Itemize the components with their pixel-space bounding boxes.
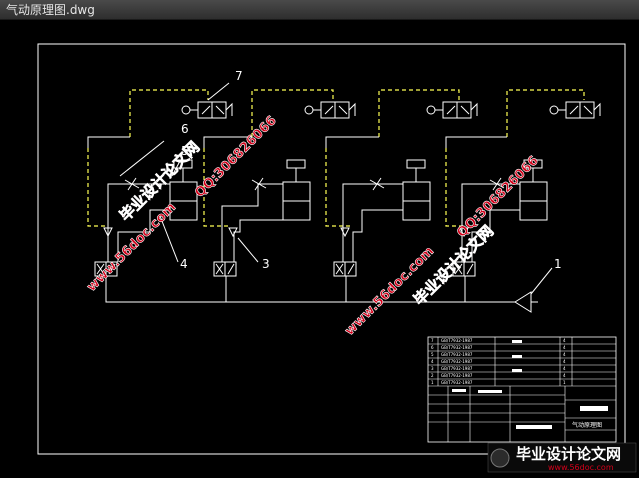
callout-7: 7 [235,69,243,83]
window-title: 气动原理图.dwg [6,3,95,17]
leader-lines [119,82,259,263]
parts-row-no: 7 [431,338,434,343]
callout-1: 1 [554,257,562,271]
callout-4: 4 [180,257,188,271]
parts-row-code: GB/T7932-1987 [441,338,473,343]
parts-row-qty: 4 [563,373,566,378]
parts-row-code: GB/T7932-1987 [441,380,473,385]
pilot-valves [94,261,476,277]
watermark-qq-1: QQ:306826066 [192,113,279,200]
parts-row-qty: 1 [563,380,566,385]
schematic-svg: 7 6 5 4 3 1 [37,43,637,473]
parts-row-qty: 4 [563,366,566,371]
drawing-name: 气动原理图 [572,421,602,429]
parts-row-code: GB/T7932-1987 [441,359,473,364]
footer-url: www.56doc.com [548,463,614,472]
parts-row-qty: 4 [563,338,566,343]
drawing-border [37,43,626,455]
parts-row-qty: 4 [563,345,566,350]
parts-row-qty: 4 [563,352,566,357]
parts-row-code: GB/T7932-1987 [441,352,473,357]
top-pilot-links [87,136,507,148]
parts-row-no: 1 [431,380,434,385]
footer-brand: 毕业设计论文网 [516,445,621,463]
callout-3: 3 [262,257,270,271]
parts-row-code: GB/T7932-1987 [441,366,473,371]
parts-row-code: GB/T7932-1987 [441,345,473,350]
working-lines [103,177,520,262]
parts-row-no: 3 [431,366,434,371]
callout-5: 5 [181,144,189,158]
callout-6: 6 [181,122,189,136]
parts-row-qty: 4 [563,359,566,364]
watermarks: www.56doc.com 毕业设计论文网 QQ:306826066 www.5… [84,113,542,339]
watermark-qq-2: QQ:306826066 [454,153,541,240]
footer-badge: 毕业设计论文网 www.56doc.com [487,442,637,473]
supply-line [105,267,553,313]
window-title-bar: 气动原理图.dwg [0,0,639,20]
solenoid-valves [181,101,601,119]
parts-row-code: GB/T7932-1987 [441,373,473,378]
drawing-canvas[interactable]: 7 6 5 4 3 1 [0,20,639,474]
parts-row-no: 4 [431,359,434,364]
parts-row-no: 6 [431,345,434,350]
pilot-lines [87,89,585,227]
parts-row-no: 5 [431,352,434,357]
cylinders [169,159,548,221]
parts-row-no: 2 [431,373,434,378]
